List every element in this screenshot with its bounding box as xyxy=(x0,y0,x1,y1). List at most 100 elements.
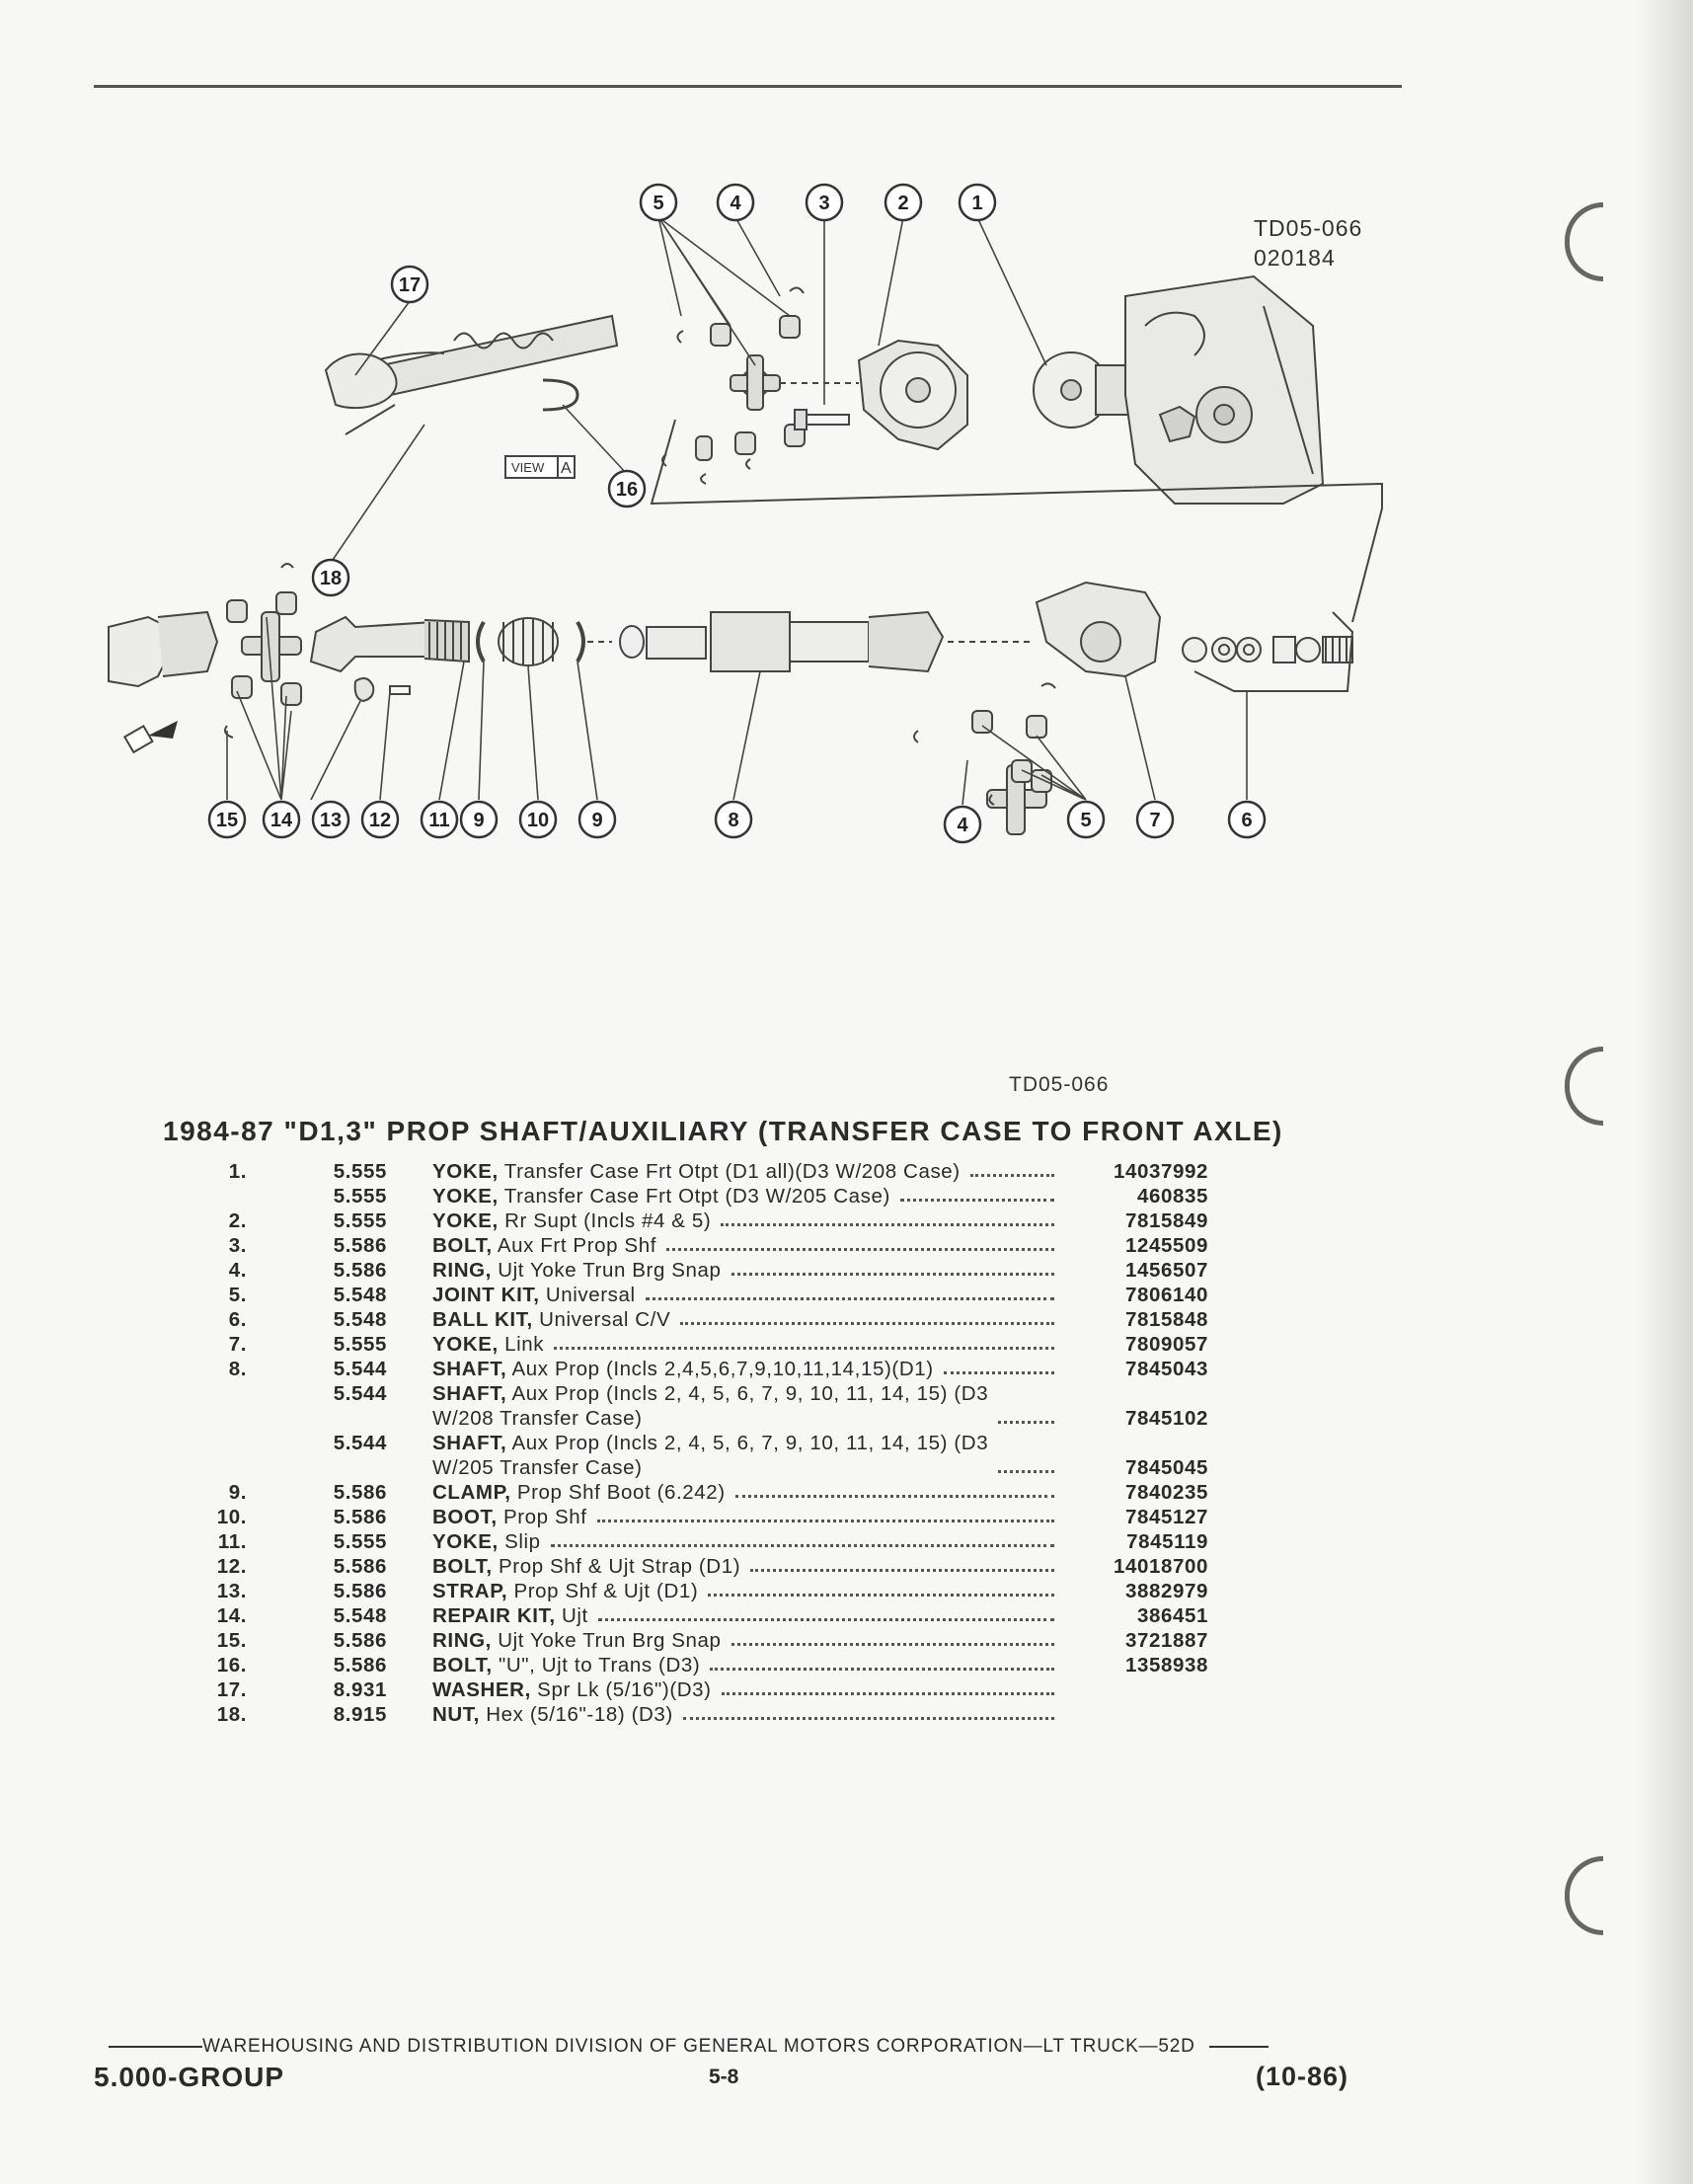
callout-17: 17 xyxy=(399,274,421,296)
link-yoke xyxy=(1035,581,1162,678)
part-description: YOKE, Link xyxy=(387,1332,1060,1357)
part-detail: Slip xyxy=(504,1530,541,1553)
part-detail: Hex (5/16"-18) (D3) xyxy=(486,1703,673,1726)
item-number: 3. xyxy=(228,1234,247,1257)
part-detail: Ujt xyxy=(561,1604,588,1627)
group-number: 5.555 xyxy=(333,1530,387,1553)
footer-rule-right xyxy=(1208,2045,1269,2048)
item-number: 5. xyxy=(228,1284,247,1306)
part-number: 1456507 xyxy=(1124,1259,1208,1282)
part-detail: Aux Prop (Incls 2, 4, 5, 6, 7, 9, 10, 11… xyxy=(432,1382,989,1430)
part-number: 7840235 xyxy=(1124,1481,1208,1504)
part-number: 7845043 xyxy=(1124,1358,1208,1380)
item-number: 11. xyxy=(217,1530,247,1553)
part-description: YOKE, Rr Supt (Incls #4 & 5) xyxy=(387,1209,1060,1233)
part-detail: Aux Prop (Incls 2, 4, 5, 6, 7, 9, 10, 11… xyxy=(432,1432,989,1479)
part-name: SHAFT, xyxy=(432,1382,507,1405)
item-number: 15. xyxy=(216,1629,247,1652)
leader-dots xyxy=(899,1199,1054,1202)
item-number: 14. xyxy=(216,1604,247,1627)
item-number: 12. xyxy=(216,1555,247,1578)
part-description: STRAP, Prop Shf & Ujt (D1) xyxy=(387,1579,1060,1603)
part-name: BOLT, xyxy=(432,1555,493,1578)
part-name: YOKE, xyxy=(432,1160,499,1183)
part-description: BOLT, Prop Shf & Ujt Strap (D1) xyxy=(387,1554,1060,1579)
callout-9-right: 9 xyxy=(591,810,602,831)
leader-dots xyxy=(596,1520,1054,1522)
part-name: SHAFT, xyxy=(432,1358,507,1380)
group-number: 5.586 xyxy=(333,1555,387,1578)
view-a-arrow xyxy=(122,721,178,754)
part-description: BOLT, Aux Frt Prop Shf xyxy=(387,1233,1060,1258)
group-number: 5.586 xyxy=(333,1580,387,1602)
group-number: 8.915 xyxy=(333,1703,387,1726)
callout-4-bottom: 4 xyxy=(957,815,968,836)
part-name: RING, xyxy=(432,1629,492,1652)
part-description: CLAMP, Prop Shf Boot (6.242) xyxy=(387,1480,1060,1505)
top-rule xyxy=(94,85,1402,88)
revision-date: (10-86) xyxy=(1256,2062,1349,2091)
bearing-caps-lower-left xyxy=(226,591,302,706)
part-description: WASHER, Spr Lk (5/16")(D3) xyxy=(387,1677,1060,1702)
boot-clamp-left xyxy=(476,620,486,663)
callout-9-left: 9 xyxy=(473,810,484,831)
leader-dots xyxy=(969,1174,1054,1177)
footer-group: 5.000-GROUP xyxy=(94,2062,285,2092)
binder-hole-top xyxy=(1565,202,1603,281)
part-name: JOINT KIT, xyxy=(432,1284,540,1306)
diagram-svg: VIEW A xyxy=(108,183,1383,844)
part-detail: Prop Shf & Ujt (D1) xyxy=(513,1580,699,1602)
part-detail: Universal xyxy=(545,1284,636,1306)
part-description: REPAIR KIT, Ujt xyxy=(387,1603,1060,1628)
footer-division: WAREHOUSING AND DISTRIBUTION DIVISION OF… xyxy=(202,2036,1195,2057)
binder-hole-middle xyxy=(1565,1047,1603,1126)
group-number: 5.586 xyxy=(333,1481,387,1504)
lower-left-ujoint xyxy=(241,611,302,682)
part-name: BOOT, xyxy=(432,1506,498,1528)
part-description: BOOT, Prop Shf xyxy=(387,1505,1060,1529)
group-number: 5.548 xyxy=(333,1284,387,1306)
part-description: NUT, Hex (5/16"-18) (D3) xyxy=(387,1702,1060,1727)
part-detail: Rr Supt (Incls #4 & 5) xyxy=(504,1209,712,1232)
callout-15: 15 xyxy=(216,810,238,831)
part-description: YOKE, Transfer Case Frt Otpt (D1 all)(D3… xyxy=(387,1159,1060,1184)
part-number: 7806140 xyxy=(1124,1284,1208,1306)
leader-dots xyxy=(721,1692,1054,1695)
part-detail: Ujt Yoke Trun Brg Snap xyxy=(498,1259,722,1282)
leader-dots xyxy=(998,1421,1054,1424)
leader-dots xyxy=(943,1371,1054,1374)
part-number: 460835 xyxy=(1136,1185,1208,1208)
part-number: 7845102 xyxy=(1124,1407,1208,1430)
leader-dots xyxy=(750,1569,1054,1572)
bearing-caps-lower-right xyxy=(971,710,1052,793)
part-name: YOKE, xyxy=(432,1185,499,1208)
part-description: SHAFT, Aux Prop (Incls 2,4,5,6,7,9,10,11… xyxy=(387,1357,1060,1381)
part-description: RING, Ujt Yoke Trun Brg Snap xyxy=(387,1258,1060,1283)
part-detail: Universal C/V xyxy=(539,1308,671,1331)
part-number: 7845119 xyxy=(1126,1530,1208,1553)
part-name: CLAMP, xyxy=(432,1481,511,1504)
part-number: 7809057 xyxy=(1124,1333,1208,1356)
group-number: 5.555 xyxy=(333,1333,387,1356)
leader-dots xyxy=(710,1668,1054,1671)
part-number: 386451 xyxy=(1136,1604,1208,1627)
group-number: 5.544 xyxy=(333,1432,387,1454)
group-number: 8.931 xyxy=(333,1678,387,1701)
part-description: YOKE, Slip xyxy=(387,1529,1060,1554)
item-number: 17. xyxy=(216,1678,247,1701)
callout-14: 14 xyxy=(270,810,293,831)
group-number: 5.586 xyxy=(333,1654,387,1677)
u-bolt xyxy=(542,378,579,412)
part-name: BOLT, xyxy=(432,1654,493,1677)
part-detail: Transfer Case Frt Otpt (D1 all)(D3 W/208… xyxy=(503,1160,961,1183)
item-number: 4. xyxy=(228,1259,247,1282)
